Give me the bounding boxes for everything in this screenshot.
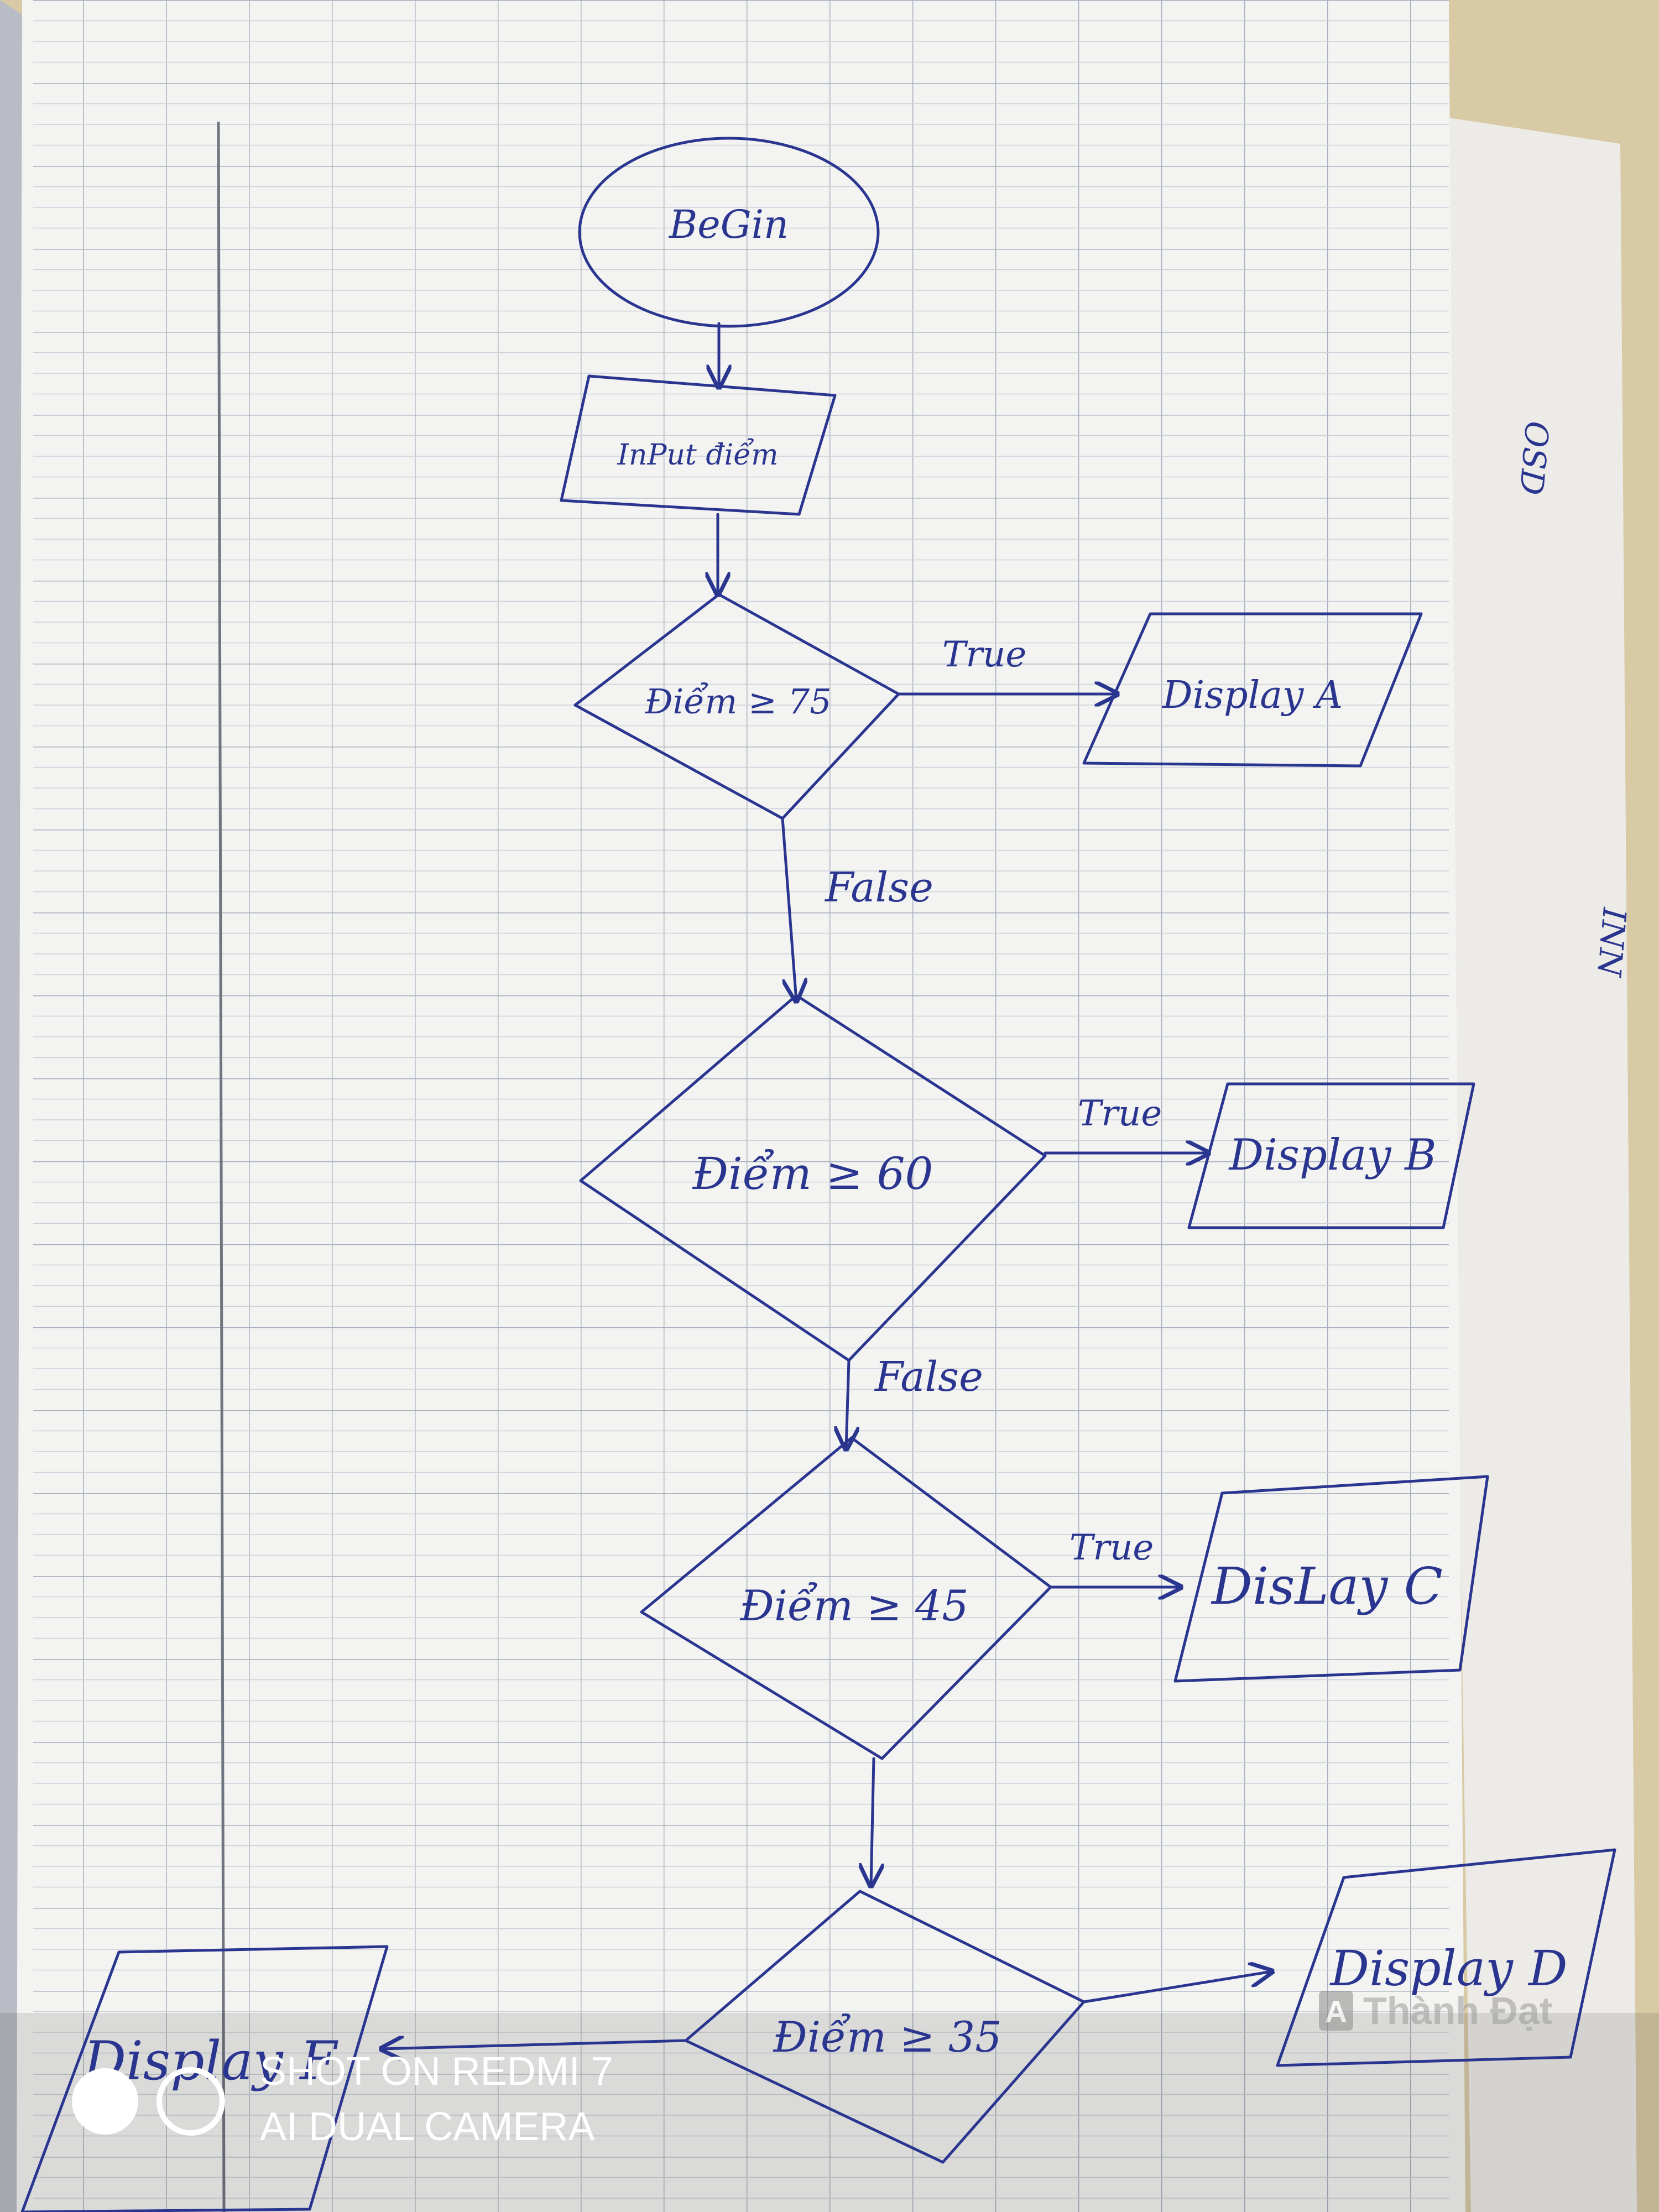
output-a-parallelogram — [1082, 612, 1423, 768]
false-label-1: False — [824, 864, 933, 911]
input-label: InPut điểm — [617, 439, 778, 472]
margin-note-1: OSD — [1512, 420, 1556, 497]
watermark-line-2: AI DUAL CAMERA — [260, 2105, 594, 2149]
decision-3 — [640, 1436, 1052, 1760]
camera-ring-icon — [156, 2067, 225, 2136]
true-label-1: True — [942, 634, 1026, 675]
false-label-2: False — [874, 1353, 983, 1401]
arrow-decision3-decision4 — [871, 1757, 874, 1886]
arrow-false-1 — [781, 817, 796, 1001]
margin-note-2: INN — [1590, 906, 1634, 979]
arrow-false-4 — [382, 2041, 687, 2049]
output-b-label: Display B — [1228, 1130, 1436, 1180]
output-f-parallelogram — [20, 1945, 389, 2212]
decision-3-label: Điểm ≥ 45 — [739, 1581, 968, 1630]
margin-line — [217, 121, 226, 2212]
true-label-2: True — [1078, 1093, 1162, 1134]
output-c-parallelogram — [1173, 1475, 1489, 1683]
output-b-parallelogram — [1187, 1082, 1475, 1229]
site-logo: A Thành Đạt — [1319, 1989, 1552, 2032]
logo-text: Thành Đạt — [1363, 1989, 1552, 2032]
camera-dot-icon — [72, 2068, 138, 2135]
start-label: BeGin — [668, 202, 789, 247]
camera-watermark: SHOT ON REDMI 7 AI DUAL CAMERA — [72, 2049, 613, 2149]
decision-4 — [684, 1890, 1086, 2164]
arrow-true-4 — [1082, 1971, 1272, 2004]
input-parallelogram — [560, 374, 837, 516]
true-label-3: True — [1070, 1527, 1154, 1568]
decision-2-label: Điểm ≥ 60 — [692, 1148, 933, 1199]
svg-text:A: A — [1325, 1994, 1347, 2029]
decision-4-label: Điểm ≥ 35 — [773, 2012, 1001, 2062]
output-a-label: Display A — [1161, 674, 1343, 717]
back-page — [1438, 116, 1637, 2212]
output-d-label: Display D — [1329, 1940, 1567, 1997]
decision-1-label: Điểm ≥ 75 — [644, 681, 831, 722]
arrow-false-2 — [846, 1359, 849, 1449]
photo-shadow — [0, 2013, 1659, 2212]
start-terminal — [578, 137, 880, 328]
output-d-parallelogram — [1276, 1848, 1616, 2067]
watermark-line-1: SHOT ON REDMI 7 — [260, 2049, 613, 2094]
grid-lines — [33, 0, 1449, 2212]
output-c-label: DisLay C — [1211, 1557, 1443, 1616]
